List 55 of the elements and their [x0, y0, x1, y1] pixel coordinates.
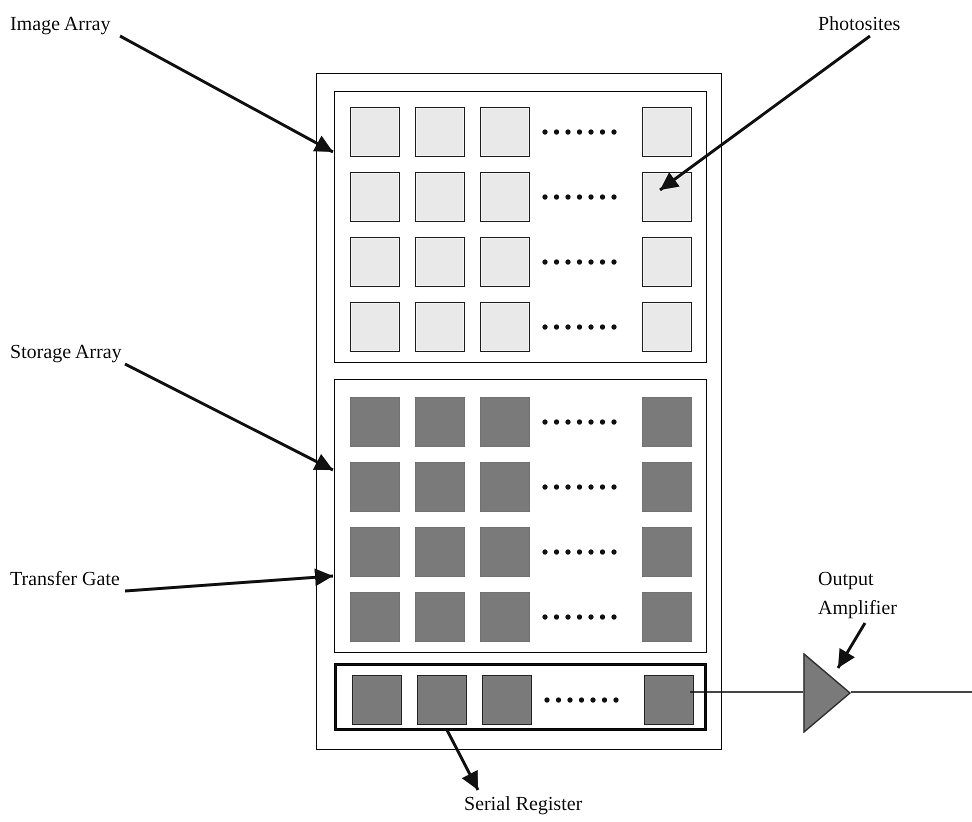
sensor-outline — [316, 73, 722, 750]
pixel-cell — [417, 675, 467, 725]
pixel-cell — [350, 172, 400, 222]
leader-arrow — [446, 729, 480, 791]
pixel-cell — [480, 302, 530, 352]
pixel-cell — [644, 675, 694, 725]
leader-arrow — [124, 568, 334, 592]
callout-label: Transfer Gate — [10, 565, 140, 591]
leader-arrow — [659, 34, 871, 192]
leader-arrow — [119, 34, 334, 154]
pixel-cell — [480, 397, 530, 447]
signal-line — [851, 691, 972, 693]
callout-label: Storage Array — [10, 338, 140, 364]
pixel-cell — [350, 527, 400, 577]
pixel-cell — [415, 527, 465, 577]
pixel-cell — [642, 592, 692, 642]
pixel-cell — [480, 462, 530, 512]
pixel-cell — [415, 462, 465, 512]
array-box — [334, 91, 707, 363]
amplifier-triangle — [803, 653, 851, 733]
pixel-cell — [642, 107, 692, 157]
pixel-cell — [480, 237, 530, 287]
pixel-cell — [480, 527, 530, 577]
pixel-cell — [642, 237, 692, 287]
pixel-cell — [642, 397, 692, 447]
pixel-cell — [415, 592, 465, 642]
pixel-cell — [642, 527, 692, 577]
pixel-cell — [415, 107, 465, 157]
array-box — [334, 379, 707, 653]
callout-label: Image Array — [10, 10, 120, 36]
pixel-cell — [480, 107, 530, 157]
callout-label: Output Amplifier — [818, 565, 928, 623]
pixel-cell — [415, 302, 465, 352]
callout-label: Photosites — [818, 10, 918, 36]
pixel-cell — [352, 675, 402, 725]
pixel-cell — [350, 107, 400, 157]
pixel-cell — [642, 302, 692, 352]
pixel-cell — [350, 237, 400, 287]
leader-arrow — [836, 622, 866, 669]
callout-label: Serial Register — [464, 790, 614, 816]
pixel-cell — [350, 397, 400, 447]
pixel-cell — [350, 302, 400, 352]
pixel-cell — [350, 592, 400, 642]
leader-arrow — [124, 362, 334, 472]
pixel-cell — [415, 397, 465, 447]
pixel-cell — [642, 172, 692, 222]
pixel-cell — [480, 172, 530, 222]
pixel-cell — [642, 462, 692, 512]
pixel-cell — [415, 237, 465, 287]
signal-line — [690, 691, 803, 693]
array-box — [334, 663, 707, 731]
pixel-cell — [350, 462, 400, 512]
pixel-cell — [480, 592, 530, 642]
pixel-cell — [415, 172, 465, 222]
pixel-cell — [482, 675, 532, 725]
